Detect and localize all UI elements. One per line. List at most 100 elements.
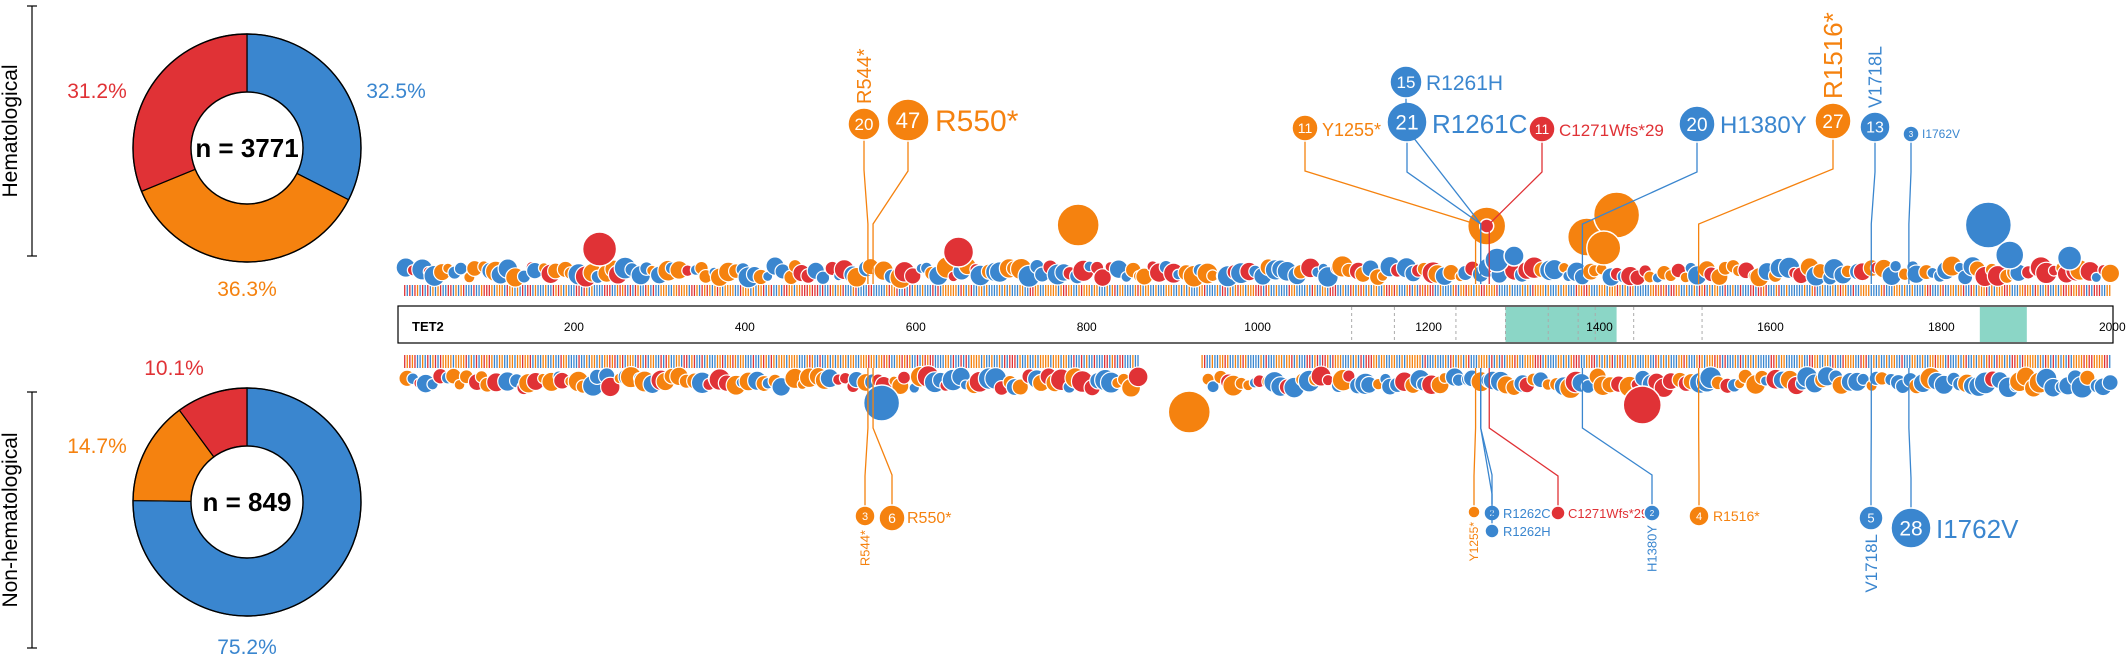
- x-tick-label: 1400: [1586, 320, 1613, 334]
- hotspot-count: 4: [1696, 511, 1702, 523]
- hotspot-head: [1386, 101, 1428, 143]
- donut-hole: [190, 91, 304, 205]
- hotspot-count: 2: [1650, 509, 1655, 518]
- donut-slice-label: 31.2%: [67, 80, 127, 103]
- hotspot-head: [1389, 65, 1423, 99]
- donut-outline: [132, 33, 362, 263]
- hotspot-label: R1261H: [1426, 72, 1503, 95]
- hotspot-head: [1467, 505, 1481, 519]
- x-tick-label: 1600: [1757, 320, 1784, 334]
- donut-non-hematological: 75.2%14.7%10.1%n = 849: [67, 357, 362, 655]
- hotspot-head: [878, 504, 906, 532]
- hotspot-count: 3: [862, 511, 868, 523]
- mutation-head-large-bottom: [862, 384, 901, 422]
- hotspot-label: H1380Y: [1645, 525, 1660, 572]
- mutation-head-bottom: [896, 370, 912, 385]
- hotspot-count: 28: [1899, 518, 1922, 541]
- hotspot-stem: [1870, 142, 1876, 284]
- mutation-head-large-top: [1994, 240, 2025, 270]
- hotspot-head: [1550, 505, 1566, 521]
- protein-bar: [397, 305, 2114, 344]
- hotspot-stem: [1488, 142, 1543, 284]
- hotspot-head: [1528, 115, 1556, 143]
- hotspot-label: R550*: [907, 510, 951, 527]
- mutation-head-top: [2100, 263, 2121, 284]
- hotspot-head: [854, 505, 876, 527]
- hotspot-head: [1858, 505, 1884, 531]
- mutation-head-large-top: [942, 236, 975, 268]
- gene-label: TET2: [412, 319, 444, 334]
- hotspot-stem: [1480, 368, 1493, 524]
- mutation-head-large-top: [1586, 230, 1622, 266]
- hotspot-label: Y1255*: [1467, 522, 1481, 562]
- hotspot-label: I1762V: [1922, 127, 1960, 141]
- hotspot-stem: [1908, 368, 1912, 508]
- mutation-head-bottom: [2101, 374, 2119, 392]
- hotspot-label: R1262H: [1503, 524, 1551, 539]
- hotspot-label: R544*: [854, 48, 876, 104]
- hotspot-count: 11: [1535, 121, 1550, 137]
- x-tick-label: 1200: [1415, 320, 1442, 334]
- hotspot-count: 13: [1866, 120, 1884, 137]
- hotspot-stem: [863, 140, 869, 284]
- hotspot-stem: [864, 368, 869, 506]
- mutation-head-top: [1889, 259, 1903, 273]
- hotspot-head: [1902, 125, 1920, 143]
- hotspot-label: R1262C: [1503, 506, 1551, 521]
- hotspot-head: [1814, 102, 1852, 140]
- donut-slice-label: 36.3%: [217, 278, 277, 301]
- hotspot-label: I1762V: [1936, 514, 2019, 544]
- hotspot-count: 47: [896, 108, 920, 133]
- hotspot-count: 20: [855, 115, 874, 134]
- hotspot-head: [1484, 523, 1500, 539]
- donut-slice-label: 75.2%: [217, 636, 277, 655]
- hotspot-stem: [1405, 98, 1482, 284]
- x-tick-label: 1800: [1928, 320, 1955, 334]
- hotspot-stem: [1488, 368, 1559, 506]
- hotspot-head: [1890, 507, 1932, 549]
- group-label-non-hematological: Non-hematological: [0, 432, 22, 607]
- x-tick-label: 200: [564, 320, 584, 334]
- x-tick-label: 600: [906, 320, 926, 334]
- hotspot-count: 21: [1395, 112, 1418, 135]
- hotspot-count: 15: [1397, 73, 1416, 92]
- hotspot-count: 3: [1909, 130, 1914, 139]
- mutation-head-large-top: [2056, 245, 2083, 271]
- hotspot-label: V1718L: [1865, 46, 1885, 108]
- mutation-head-top: [1093, 268, 1112, 288]
- hotspot-head: [1291, 114, 1319, 142]
- hotspot-stem: [1908, 142, 1912, 284]
- x-tick-label: 400: [735, 320, 755, 334]
- hotspot-stem: [1581, 368, 1653, 505]
- hotspot-stem: [1581, 142, 1698, 284]
- hotspot-label: Y1255*: [1322, 120, 1381, 140]
- mutation-head-bottom: [1011, 378, 1030, 396]
- hotspot-label: H1380Y: [1720, 112, 1807, 139]
- hotspot-label: R544*: [858, 530, 873, 566]
- hotspot-count: 27: [1822, 112, 1843, 133]
- mutation-head-large-bottom: [1622, 385, 1662, 425]
- hotspot-count: 20: [1686, 115, 1707, 136]
- hotspot-label: R1516*: [1818, 12, 1848, 99]
- hotspot-label: R550*: [935, 105, 1019, 138]
- mutation-head-bottom: [1127, 366, 1149, 388]
- hotspot-head: [886, 98, 930, 142]
- hotspot-count: 6: [888, 510, 896, 526]
- mutation-head-large-top: [581, 231, 618, 267]
- x-tick-label: 2000: [2099, 320, 2126, 334]
- donut-hematological: 32.5% 36.3% 31.2% n = 3771: [67, 33, 426, 301]
- hotspot-label: C1271Wfs*29: [1559, 121, 1664, 140]
- donut-center-text: n = 3771: [195, 133, 298, 163]
- hotspot-head: [1688, 505, 1710, 527]
- hotspot-stem: [1304, 141, 1477, 284]
- hotspot-label: V1718L: [1862, 534, 1881, 593]
- hotspot-head: [1859, 111, 1891, 143]
- hotspot-label: R1516*: [1713, 508, 1760, 524]
- mutation-head-large-top: [1964, 201, 2013, 249]
- protein-domain: [1505, 307, 1617, 342]
- mutation-head-top: [815, 270, 831, 286]
- hotspot-stem: [872, 368, 893, 505]
- donut-slice-label: 32.5%: [366, 80, 426, 103]
- hotspot-stem: [1473, 368, 1477, 506]
